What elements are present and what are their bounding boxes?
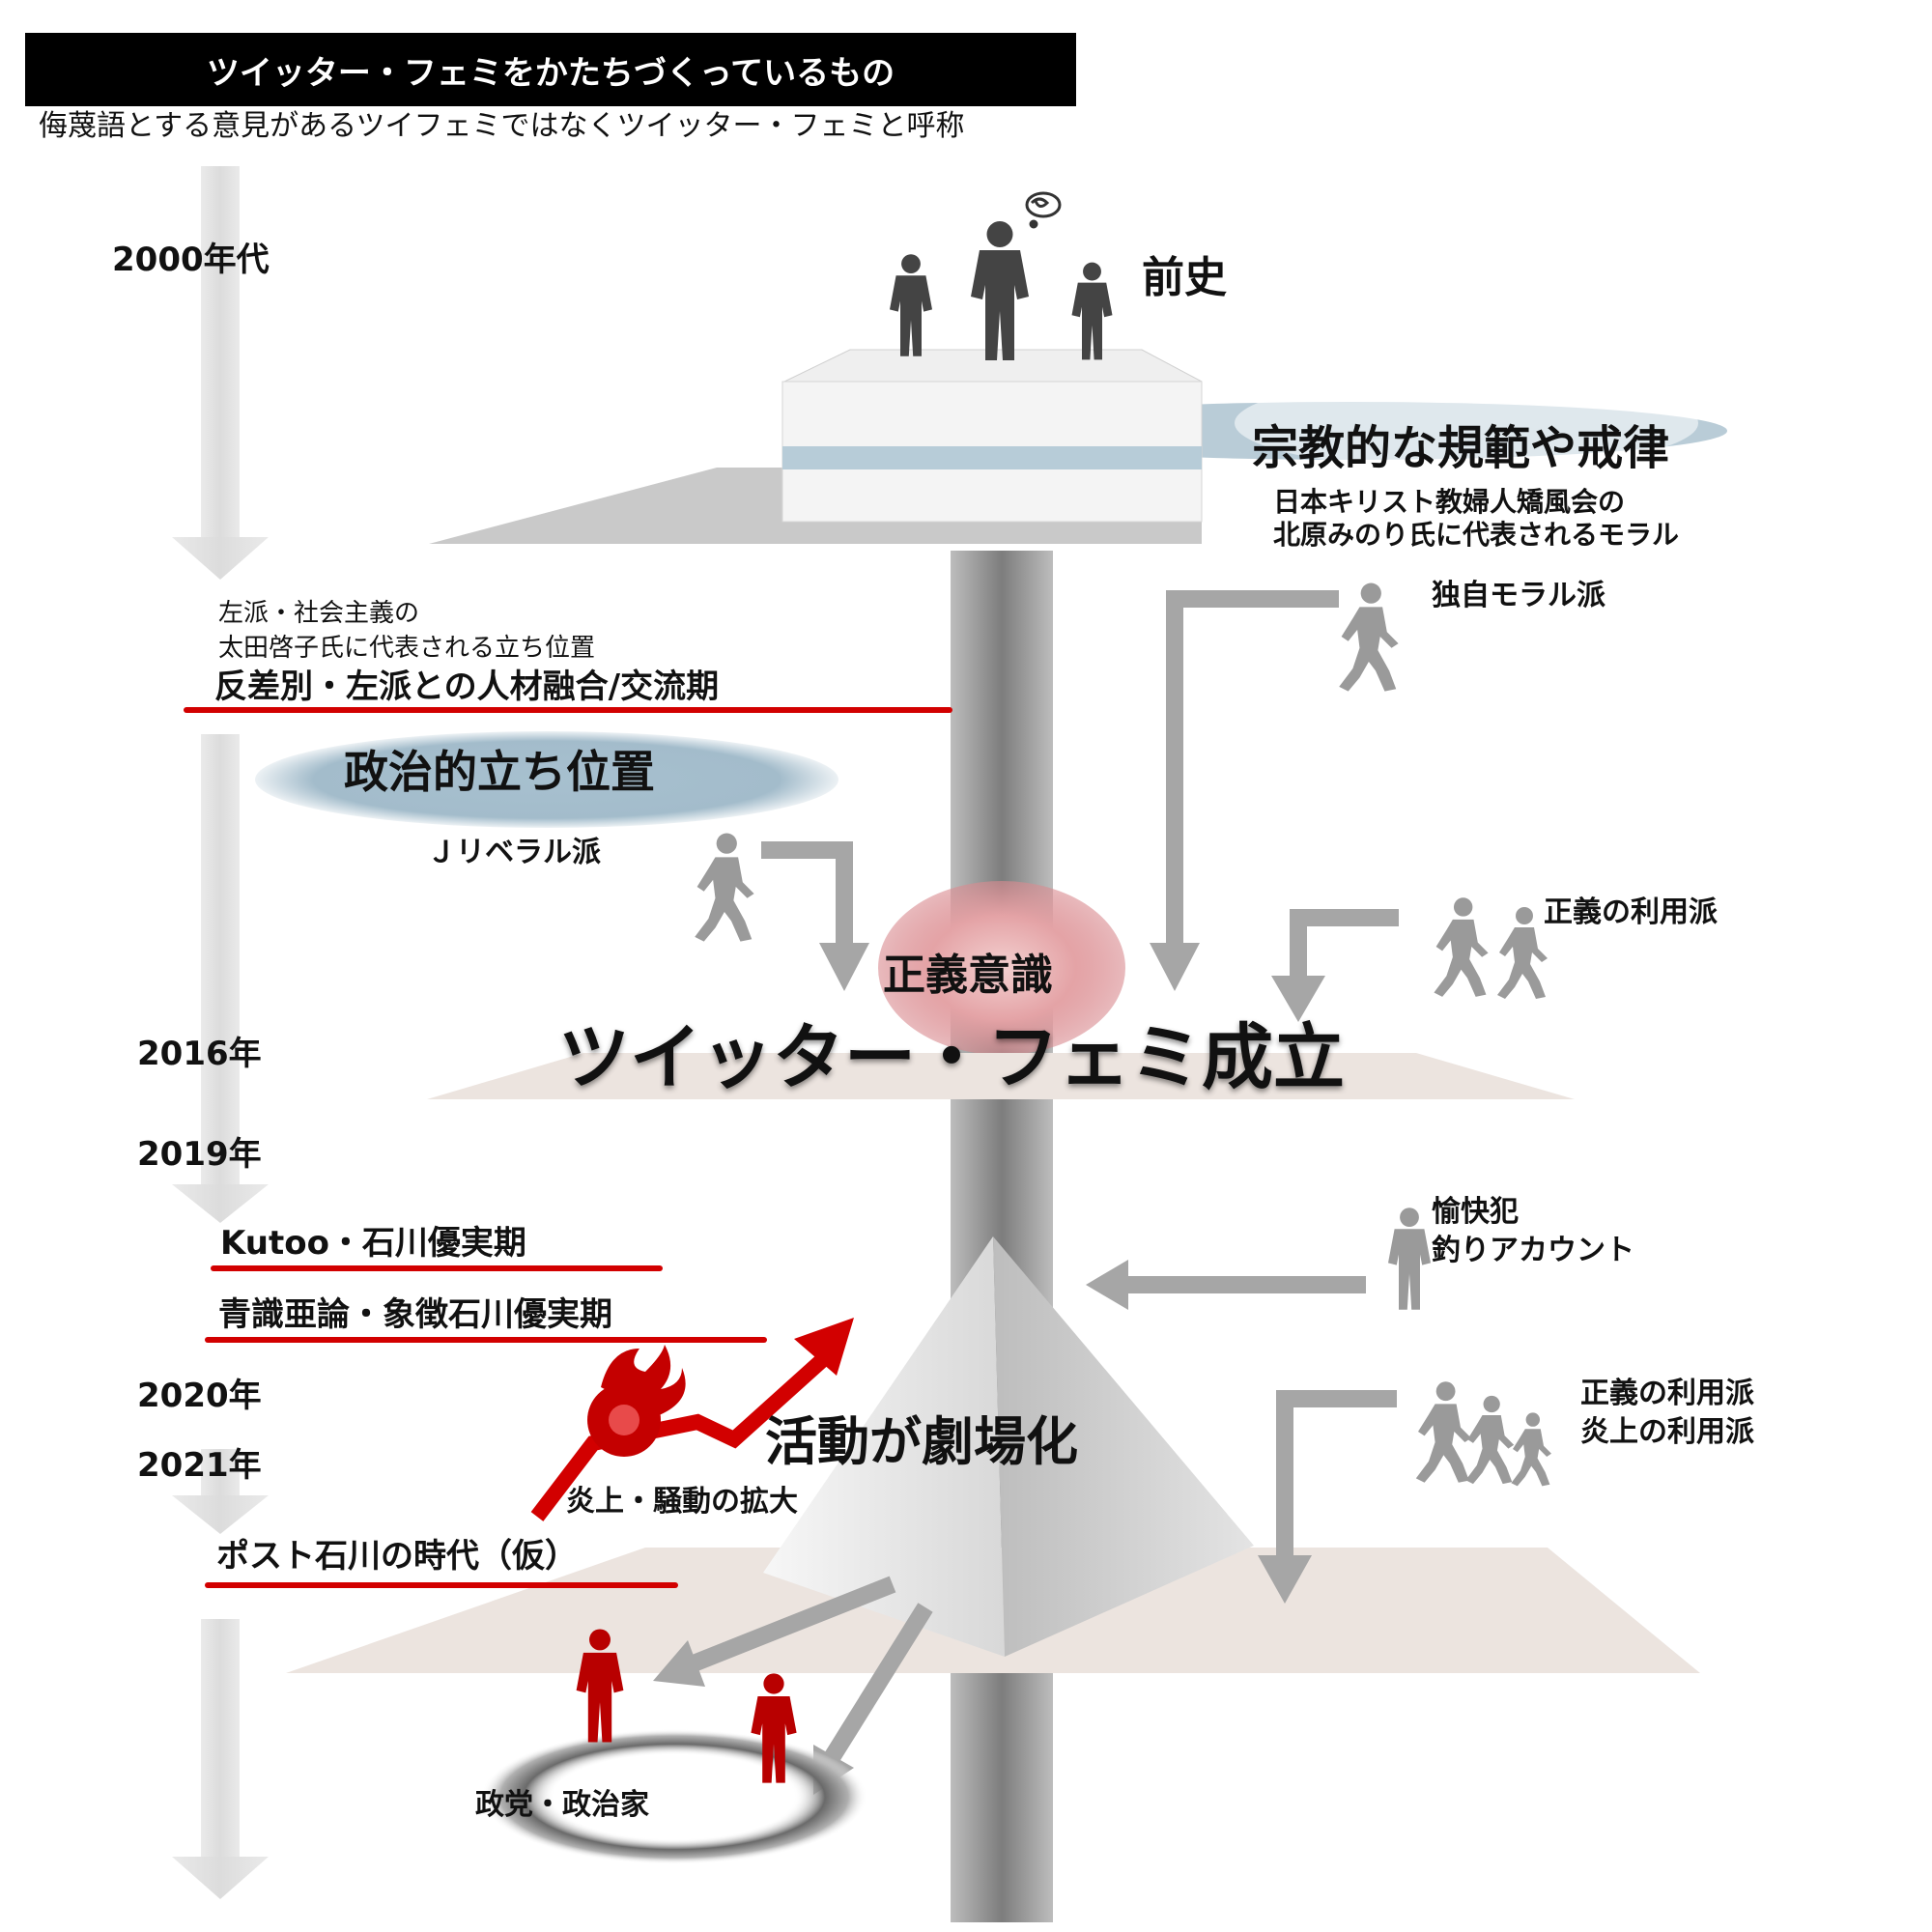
prehistory-box [781,349,1203,523]
political-position-label: 政治的立ち位置 [344,746,655,798]
prehistory-label: 前史 [1142,253,1227,302]
rising-arrow-icon [530,1318,854,1521]
justice-circle [878,881,1125,1055]
page-subtitle: 侮蔑語とする意見があるツイフェミではなくツイッター・フェミと呼称 [39,109,965,143]
page-title: ツイッター・フェミをかたちづくっているもの [206,53,895,93]
year-2016: 2016年 [137,1035,262,1073]
kutoo-period: Kutoo・石川優実期 [220,1224,526,1263]
aoori-period: 青識亜論・象徴石川優実期 [218,1295,612,1334]
moral-line-2: 北原みのり氏に代表されるモラル [1273,519,1680,551]
left-faction-line-1: 左派・社会主義の [218,599,420,628]
flow-arrows [690,590,1399,1761]
establishment-label: ツイッター・フェミ成立 [558,1016,1345,1099]
j-liberal-label: Ｊリベラル派 [427,836,601,869]
justice-users2-line-1: 正義の利用派 [1580,1377,1754,1410]
flow-arrowheads [653,943,1325,1795]
prehistory-figures [890,221,1113,360]
trolls-line-1: 愉快犯 [1432,1195,1519,1229]
moral-line-1: 日本キリスト教婦人矯風会の [1273,486,1626,518]
theater-pyramid [763,1236,1254,1657]
religious-norms-label: 宗教的な規範や戒律 [1252,421,1670,475]
establishment-platform [427,1053,1575,1099]
year-2000s: 2000年代 [112,241,270,279]
justice-users-label: 正義の利用派 [1544,895,1718,929]
year-2021: 2021年 [137,1446,262,1485]
left-faction-period: 反差別・左派との人材融合/交流期 [214,668,720,706]
central-pillar [951,551,1053,1922]
year-2019: 2019年 [137,1135,262,1174]
parties-label: 政党・政治家 [475,1788,649,1822]
theater-label: 活動が劇場化 [765,1411,1078,1472]
justice-awareness-label: 正義意識 [883,951,1053,1000]
left-faction-line-2: 太田啓子氏に代表される立ち位置 [218,634,596,663]
justice-users2-line-2: 炎上の利用派 [1580,1415,1754,1449]
flame-label: 炎上・騒動の拡大 [566,1485,798,1519]
timeline-arrows [172,166,269,1899]
fire-icon [587,1345,686,1457]
period-underlines [184,707,952,1588]
title-bar: ツイッター・フェミをかたちづくっているもの [25,33,1076,106]
trolls-line-2: 釣りアカウント [1432,1234,1634,1267]
post-ishikawa-period: ポスト石川の時代（仮） [216,1537,578,1576]
political-ellipse [255,731,838,828]
thought-bubble-icon [1025,191,1062,229]
independent-moral-label: 独自モラル派 [1432,579,1605,612]
year-2020: 2020年 [137,1377,262,1415]
